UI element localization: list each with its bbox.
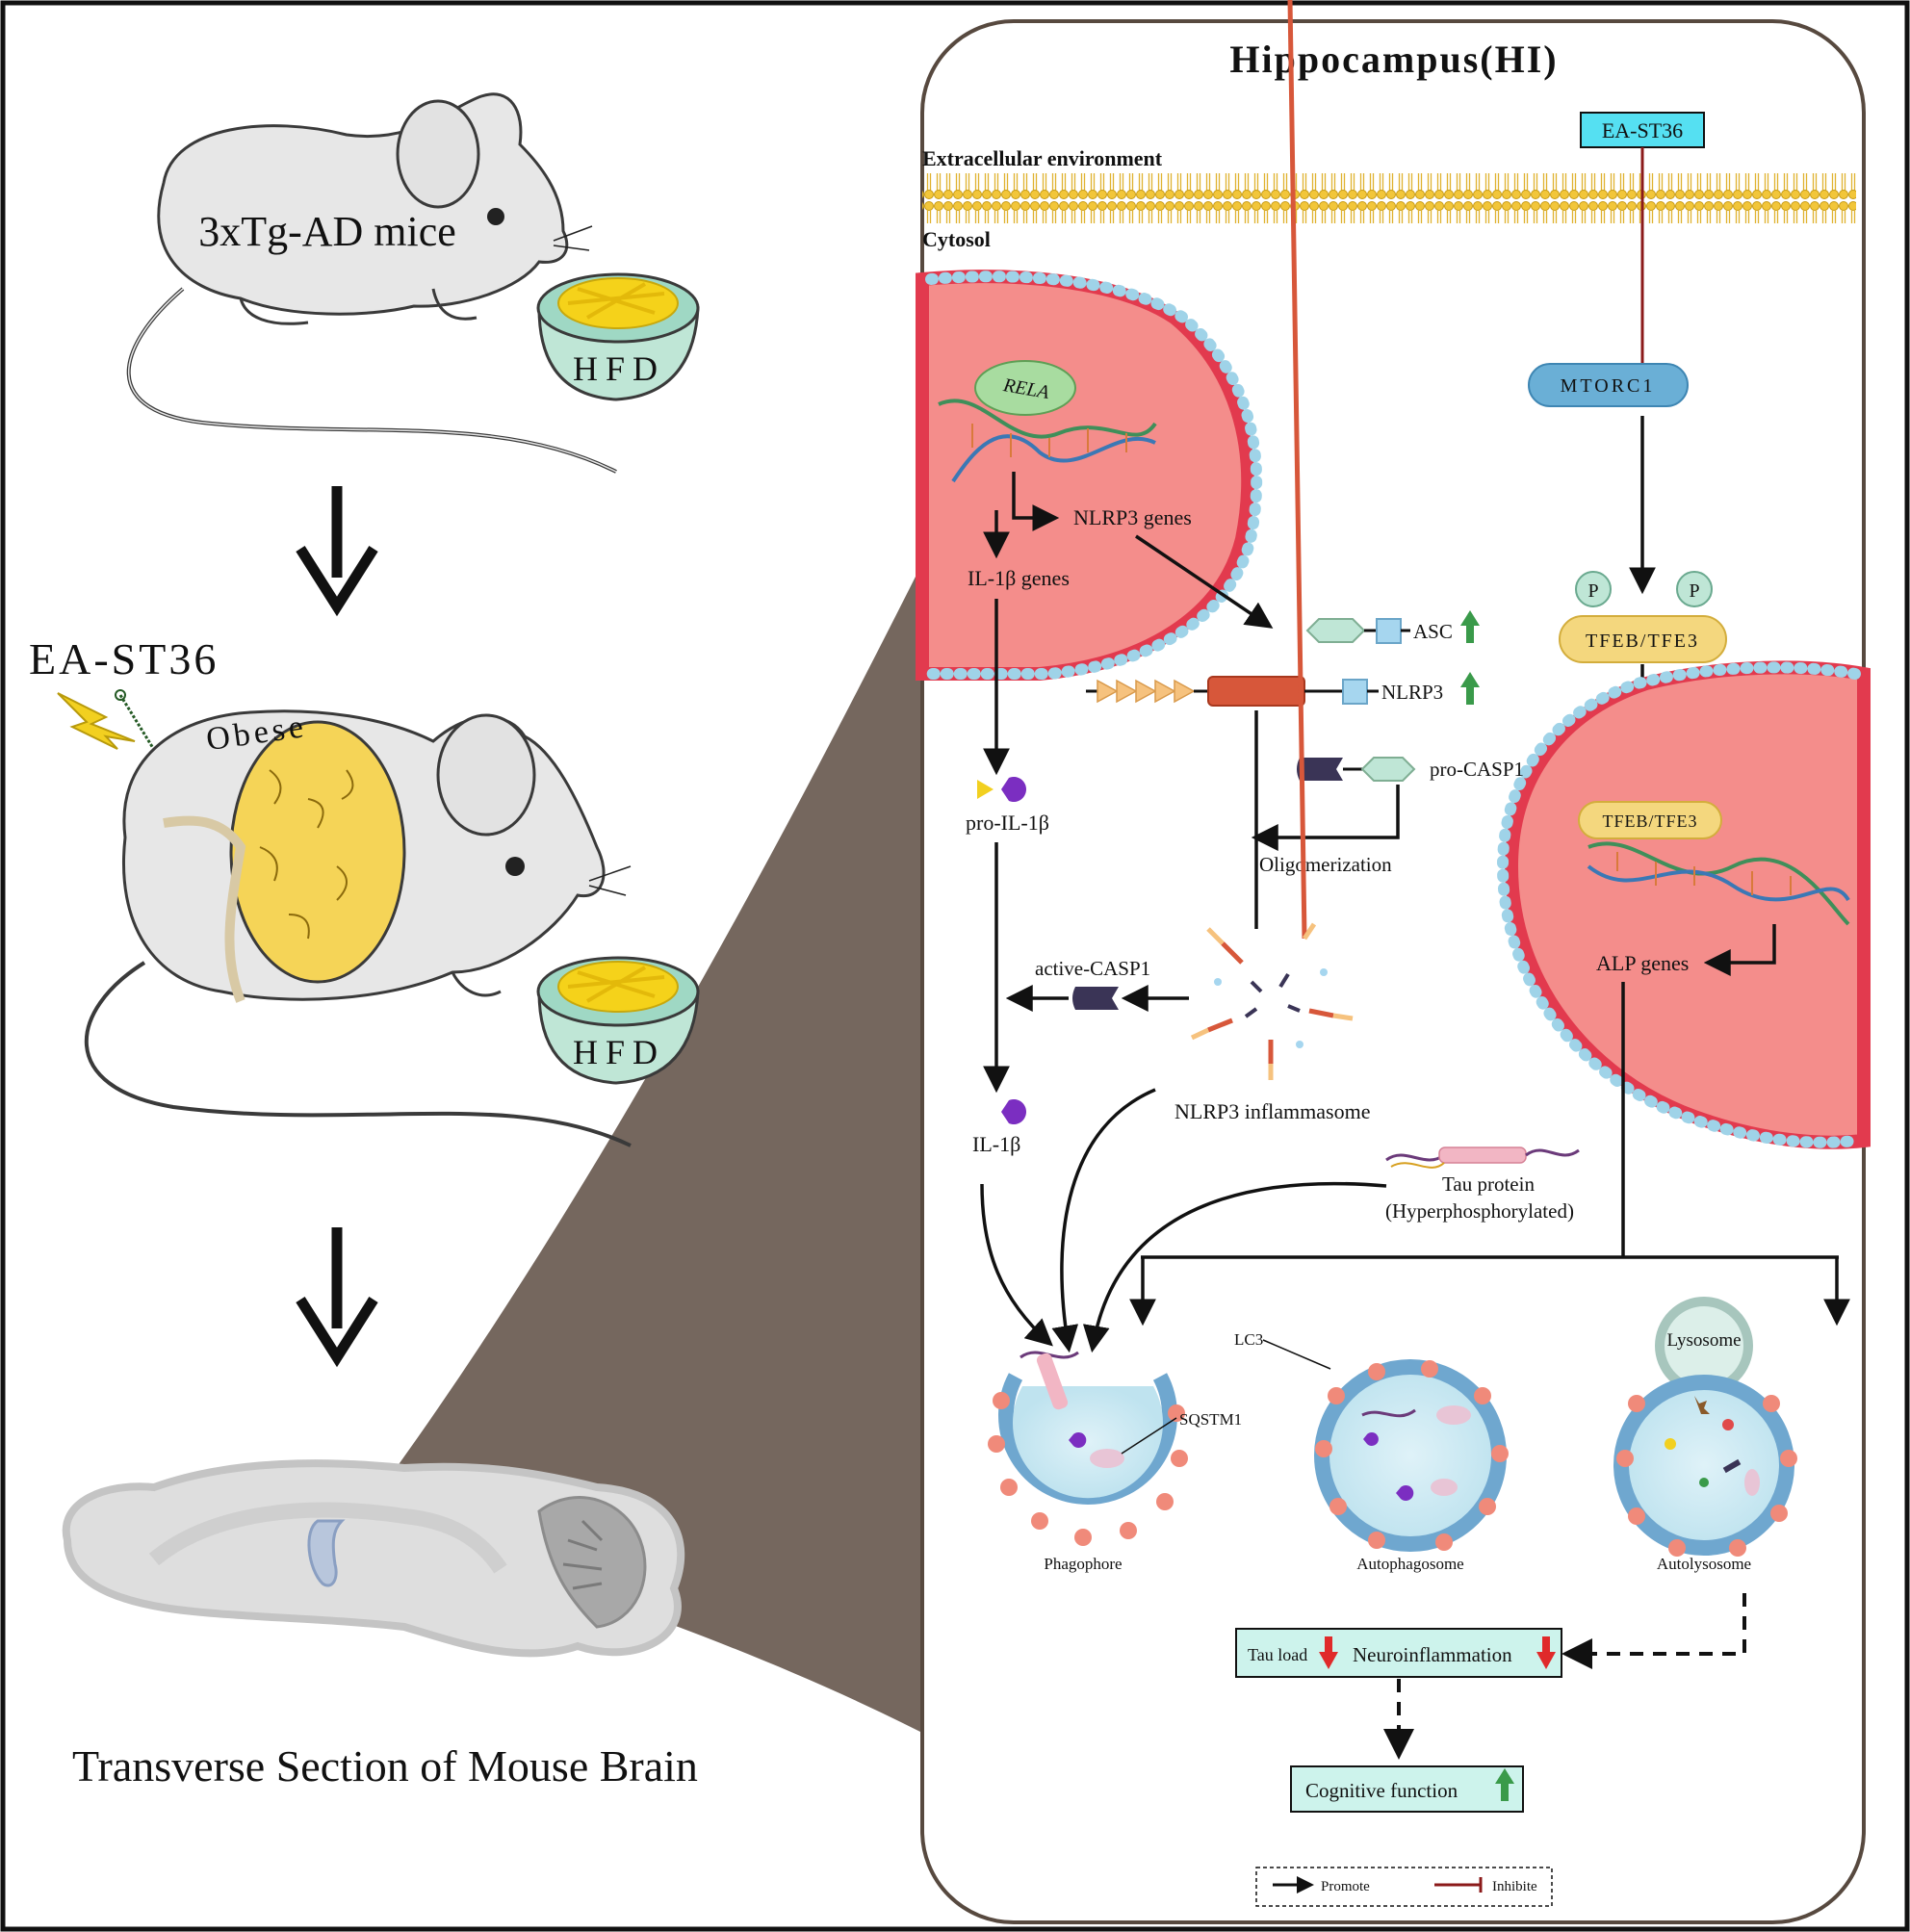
sqstm1-label: SQSTM1 <box>1179 1410 1242 1429</box>
mouse-3xtg <box>126 92 617 474</box>
asc-label: ASC <box>1413 620 1453 643</box>
active-casp1-icon <box>1072 987 1119 1010</box>
panel-title: Hippocampus(HI) <box>1229 38 1558 81</box>
hfd-bowl-2 <box>536 956 700 1085</box>
tau-label-1: Tau protein <box>1442 1172 1535 1196</box>
cognitive-label: Cognitive function <box>1305 1779 1458 1802</box>
tfeb-nucleus-pill <box>1578 801 1722 839</box>
mtorc1-label: MTORC1 <box>1561 375 1656 397</box>
mouse1-label: 3xTg-AD mice <box>198 208 456 255</box>
ea-st36-box-label: EA-ST36 <box>1602 118 1683 142</box>
lc3-pointer <box>1262 1339 1331 1370</box>
bowl1-label: HFD <box>573 349 665 388</box>
rela-ellipse <box>974 360 1076 416</box>
il1b-icon <box>1001 1099 1026 1124</box>
tau-label-2: (Hyperphosphorylated) <box>1385 1199 1574 1223</box>
autophagosome-label: Autophagosome <box>1356 1555 1463 1573</box>
arrow-dna-alp <box>1703 924 1776 976</box>
lightning-icon <box>57 692 136 750</box>
nlrp3-up-arrow <box>1460 672 1480 705</box>
lc3-label: LC3 <box>1234 1330 1263 1349</box>
cytosol-label: Cytosol <box>922 227 991 251</box>
nlrp3-inflammasome-icon <box>1190 0 1354 1080</box>
alp-genes-label: ALP genes <box>1596 951 1689 975</box>
asc-up-arrow <box>1460 610 1480 643</box>
pro-casp1-label: pro-CASP1 <box>1430 758 1524 781</box>
dna-right <box>1587 841 1850 926</box>
alp-distribution-line <box>1141 982 1839 1259</box>
autophagosome-icon <box>1314 1359 1509 1552</box>
nlrp3-genes-label: NLRP3 genes <box>1073 505 1192 529</box>
nlrp3-label: NLRP3 <box>1381 681 1443 704</box>
arrow-tau-phagophore <box>1082 1181 1387 1353</box>
arrow-nlrp3genes-asc <box>1135 534 1274 629</box>
phagophore-icon <box>988 1351 1188 1546</box>
tau-protein-icon <box>1385 1146 1580 1169</box>
il1b-label: IL-1β <box>972 1132 1020 1156</box>
phospho-label-1: P <box>1587 580 1598 602</box>
legend-promote-label: Promote <box>1321 1879 1370 1894</box>
neuroinflammation-label: Neuroinflammation <box>1353 1643 1512 1666</box>
pro-il1b-label: pro-IL-1β <box>966 811 1049 835</box>
phagophore-label: Phagophore <box>1044 1555 1122 1573</box>
cognitive-up-arrow <box>1495 1768 1514 1801</box>
dna-left <box>938 399 1157 483</box>
legend-inhibite-label: Inhibite <box>1492 1879 1537 1894</box>
arrow-inflammasome-phagophore <box>1051 1088 1156 1353</box>
ea-st36-label: EA-ST36 <box>29 634 219 683</box>
tfeb-nucleus-label: TFEB/TFE3 <box>1602 811 1697 831</box>
arrow-il1b-phagophore <box>980 1183 1053 1347</box>
neuroinflammation-down-arrow <box>1536 1636 1556 1669</box>
nlrp3-lrr-triangles <box>1097 679 1196 704</box>
tfeb-cytosol-pill <box>1559 615 1727 663</box>
tau-load-down-arrow <box>1319 1636 1338 1669</box>
autolysosome-icon <box>1613 1297 1797 1557</box>
mtorc1-pill <box>1528 363 1689 407</box>
brain-caption: Transverse Section of Mouse Brain <box>72 1741 698 1790</box>
lysosome-label: Lysosome <box>1666 1330 1741 1351</box>
nlrp3-nacht-domain <box>1207 676 1305 707</box>
extracellular-label: Extracellular environment <box>922 146 1163 170</box>
arrow-dna-nlrp3-genes <box>1012 472 1060 531</box>
phospho-label-2: P <box>1689 580 1699 602</box>
zoom-funnel <box>347 563 922 1733</box>
cognitive-box <box>1290 1765 1524 1813</box>
nlrp3-pyd-domain <box>1342 679 1368 705</box>
bowl2-label: HFD <box>573 1033 665 1071</box>
tau-load-label: Tau load <box>1248 1645 1307 1664</box>
phospho-circle-1 <box>1575 571 1612 607</box>
pro-casp1-dark <box>1297 758 1343 781</box>
pro-casp1-green <box>1360 757 1416 782</box>
oligomerization-label: Oligomerization <box>1259 853 1392 876</box>
inflammasome-label: NLRP3 inflammasome <box>1174 1099 1370 1123</box>
autolysosome-label: Autolysosome <box>1657 1555 1751 1573</box>
il1b-genes-label: IL-1β genes <box>968 566 1070 590</box>
phospho-circle-2 <box>1676 571 1713 607</box>
down-arrow-1 <box>296 486 378 617</box>
cell-membrane <box>922 173 1856 223</box>
tfeb-cytosol-label: TFEB/TFE3 <box>1586 631 1699 652</box>
asc-domain-blue <box>1376 618 1402 644</box>
hfd-bowl-1 <box>536 272 700 401</box>
down-arrow-2 <box>296 1227 378 1368</box>
outcome-box <box>1235 1628 1562 1678</box>
legend-box <box>1255 1867 1553 1907</box>
asc-domain-green <box>1305 618 1366 643</box>
brain-section <box>62 1459 685 1658</box>
sqstm1-pointer <box>1121 1417 1177 1455</box>
mouse-obese <box>85 709 632 1147</box>
active-casp1-label: active-CASP1 <box>1035 957 1150 980</box>
pro-il1b-icon <box>977 777 1026 802</box>
